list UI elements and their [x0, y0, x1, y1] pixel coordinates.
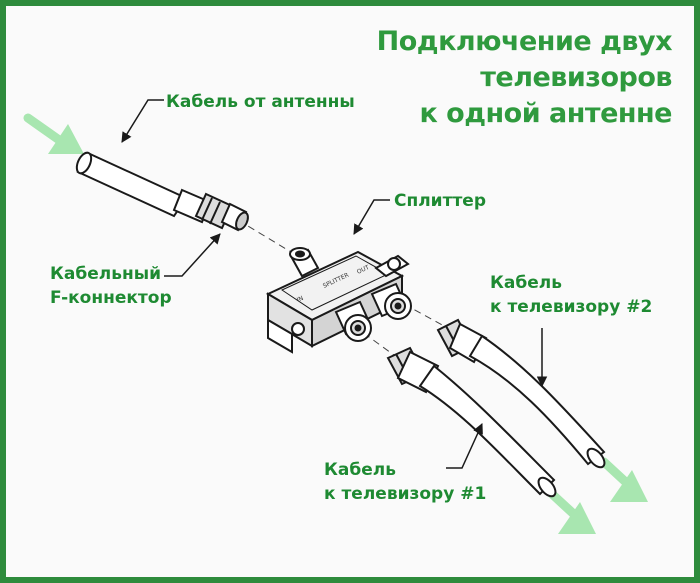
diagram-illustration: SPLITTER IN OUT	[23, 99, 648, 534]
label-f-connector-line-1: Кабельный	[50, 264, 161, 284]
tv1-cable	[418, 364, 557, 498]
label-f-connector-line-2: F-коннектор	[50, 288, 172, 308]
title-line-3: к одной антенне	[419, 98, 672, 129]
antenna-cable	[75, 151, 188, 218]
label-tv2-cable: Кабель к телевизору #2	[490, 271, 652, 319]
label-tv1-line-2: к телевизору #1	[324, 484, 487, 504]
splitter-port-in-text: IN	[296, 295, 305, 304]
arrow-out-icon	[599, 457, 648, 502]
arrow-out-icon	[547, 489, 596, 534]
splitter-device	[265, 247, 412, 354]
leader-splitter	[353, 199, 390, 235]
tv2-cable	[468, 334, 606, 469]
label-tv2-line-1: Кабель	[490, 273, 562, 293]
label-tv1-line-1: Кабель	[324, 460, 396, 480]
title-line-2: телевизоров	[480, 62, 672, 93]
diagram-title: Подключение двух телевизоров к одной ант…	[376, 24, 673, 132]
label-antenna-cable: Кабель от антенны	[166, 92, 355, 112]
label-f-connector: Кабельный F-коннектор	[50, 262, 172, 310]
splitter-port-out-text: OUT	[356, 264, 371, 276]
label-tv1-cable: Кабель к телевизору #1	[324, 458, 486, 506]
label-splitter: Сплиттер	[394, 191, 486, 211]
leader-fconnector	[164, 233, 221, 277]
title-line-1: Подключение двух	[376, 26, 673, 57]
leader-lines	[121, 99, 548, 469]
leader-antenna	[121, 99, 164, 143]
label-tv2-line-2: к телевизору #2	[490, 297, 653, 317]
leader-tv1	[446, 423, 483, 469]
arrow-in-icon	[23, 113, 84, 154]
f-connector	[172, 188, 249, 232]
